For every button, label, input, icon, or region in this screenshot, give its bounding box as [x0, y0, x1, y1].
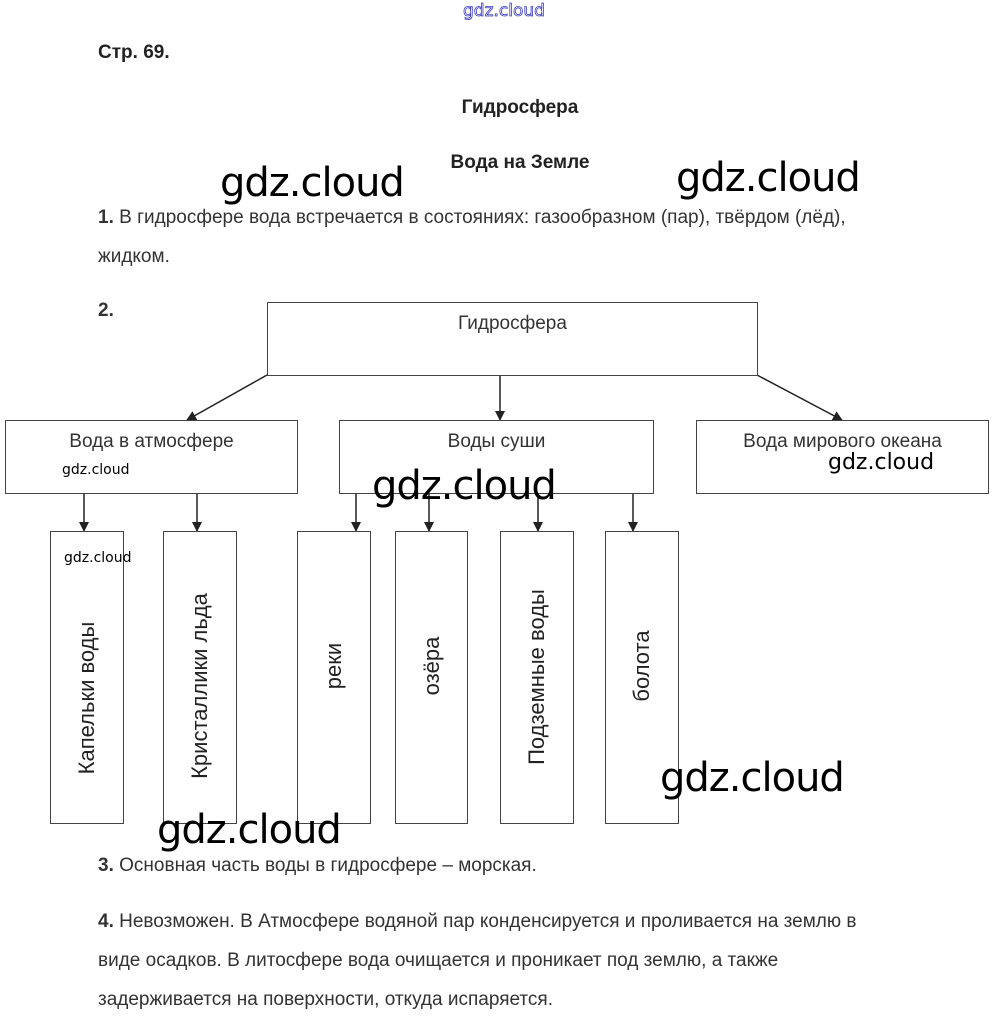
answer-2-number: 2.: [98, 300, 114, 321]
diagram-box-swamps: болота: [605, 531, 679, 824]
answer-1: 1. В гидросфере вода встречается в состо…: [98, 198, 918, 276]
watermark: gdz.cloud: [62, 462, 130, 478]
watermark: gdz.cloud: [220, 160, 405, 206]
watermark: gdz.cloud: [676, 155, 861, 201]
answer-4-text: Невозможен. В Атмосфере водяной пар конд…: [98, 911, 857, 1010]
page-subtitle: Вода на Земле: [450, 152, 590, 173]
arrow-root-to-atmosphere: [186, 374, 268, 421]
diagram-box-ice-crystals: Кристаллики льда: [163, 531, 237, 824]
diagram-root-label: Гидросфера: [458, 313, 567, 334]
diagram-box-groundwater: Подземные воды: [500, 531, 574, 824]
diagram-ice-crystals-label: Кристаллики льда: [187, 592, 212, 779]
watermark: gdz.cloud: [828, 450, 935, 475]
page-title: Гидросфера: [461, 97, 579, 118]
answer-2: 2.: [98, 291, 918, 330]
diagram-ocean-label: Вода мирового океана: [743, 431, 942, 452]
diagram-box-ocean: Вода мирового океана: [696, 420, 989, 494]
watermark: gdz.cloud: [660, 755, 845, 801]
diagram-groundwater-label: Подземные воды: [524, 588, 549, 765]
answer-4: 4. Невозможен. В Атмосфере водяной пар к…: [98, 902, 898, 1019]
diagram-swamps-label: болота: [629, 629, 654, 702]
diagram-box-land-waters: Воды суши: [339, 420, 654, 494]
watermark: gdz.cloud: [64, 550, 132, 566]
diagram-box-water-droplets: Капельки воды: [50, 531, 124, 824]
diagram-box-atmosphere: Вода в атмосфере: [5, 420, 298, 494]
page-number: Стр. 69.: [98, 42, 170, 63]
diagram-atmosphere-label: Вода в атмосфере: [69, 431, 234, 452]
answer-3: 3. Основная часть воды в гидросфере – мо…: [98, 846, 918, 885]
answer-3-text: Основная часть воды в гидросфере – морск…: [119, 855, 537, 876]
diagram-land-waters-label: Воды суши: [447, 431, 546, 452]
arrow-root-to-ocean: [756, 374, 843, 421]
diagram-lakes-label: озёра: [418, 636, 444, 695]
top-watermark: gdz.cloud: [463, 1, 546, 22]
answer-3-number: 3.: [98, 855, 114, 876]
diagram-water-droplets-label: Капельки воды: [74, 621, 99, 774]
answer-1-text: В гидросфере вода встречается в состояни…: [98, 207, 846, 267]
diagram-box-lakes: озёра: [395, 531, 468, 824]
answer-4-number: 4.: [98, 911, 114, 932]
diagram-box-rivers: реки: [297, 531, 371, 824]
watermark: gdz.cloud: [157, 807, 342, 853]
answer-1-number: 1.: [98, 207, 114, 228]
watermark: gdz.cloud: [372, 463, 557, 509]
diagram-root-box: Гидросфера: [267, 302, 758, 376]
diagram-rivers-label: реки: [321, 642, 346, 689]
